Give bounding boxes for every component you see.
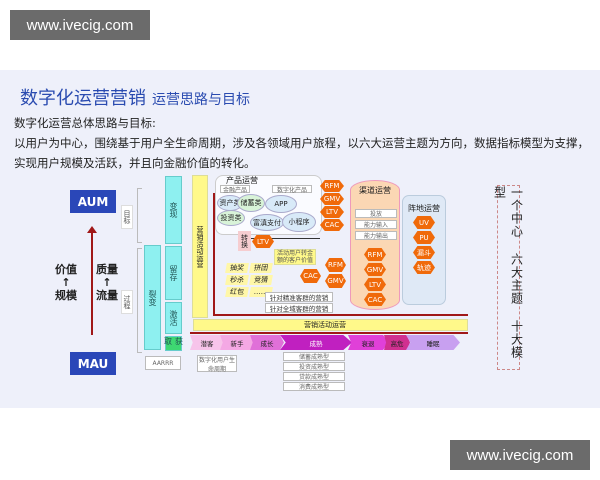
- channel-metric-hex: RFM: [364, 248, 386, 261]
- title-sub: 运营思路与目标: [152, 92, 250, 108]
- campaign-horizontal: 营销活动运营: [193, 319, 468, 331]
- campaign-note: 活动用户转金额的客户价值: [274, 249, 316, 265]
- convert-arrow: 转换: [238, 231, 251, 251]
- activity-item: 拼团: [249, 263, 273, 273]
- t: 裂变: [148, 289, 157, 306]
- up-arrow: [91, 232, 93, 335]
- stage-0: 潜客: [190, 335, 224, 350]
- slide: [0, 70, 600, 408]
- metric-hex: RFM: [320, 180, 344, 192]
- position-metric-hex: PU: [413, 231, 435, 244]
- red-line: [213, 314, 468, 316]
- product-item: 储蓄类: [237, 194, 265, 212]
- aarrr-label: AARRR: [145, 356, 181, 370]
- campaign-vertical: 营销活动运营: [192, 175, 208, 318]
- precise-marketing: 针对精准客群的营销: [265, 292, 333, 302]
- title-main: 数字化运营营销: [20, 88, 146, 109]
- product-item: 投资类: [217, 210, 245, 226]
- position-metric-hex: 漏斗: [413, 246, 435, 259]
- intro-line1: 以用户为中心，围绕基于用户全生命周期，涉及各领域用户旅程，以六大运营主题为方向，…: [14, 136, 589, 150]
- product-item: APP: [265, 195, 297, 213]
- channel-items: 投放能力输入能力输出: [355, 209, 397, 242]
- position-metric-hex: 轨迹: [413, 261, 435, 274]
- stage-2: 成长: [250, 335, 284, 350]
- intro-line2: 实现用户规模及活跃，并且向金融价值的转化。: [14, 156, 256, 170]
- cac-hex: CAC: [300, 269, 321, 283]
- channel-item: 能力输入: [355, 220, 397, 229]
- metric-hex: GMV: [320, 193, 344, 205]
- metric-hex: CAC: [320, 219, 344, 231]
- t: ↑: [102, 276, 112, 289]
- lifecycle-label: 数字化用户生命周期: [197, 355, 237, 373]
- position-title: 阵地运营: [408, 204, 440, 213]
- monetize-column: 变现: [165, 176, 182, 244]
- t: 流量: [96, 289, 118, 302]
- metric-hex: LTV: [320, 206, 344, 218]
- product-item: 富滇支付: [250, 214, 284, 231]
- channel-item: 投放: [355, 209, 397, 218]
- stage-5: 高危: [384, 335, 410, 350]
- t: 价值: [55, 263, 77, 276]
- divider: [250, 238, 320, 239]
- product-title: 产品运营: [226, 176, 258, 185]
- activate-column: 激活: [165, 302, 182, 334]
- page-title: 数字化运营营销运营思路与目标: [20, 84, 250, 110]
- fission-column: 裂变: [144, 245, 161, 350]
- position-metric-hex: UV: [413, 216, 435, 229]
- stage-4: 衰退: [348, 335, 388, 350]
- red-line: [213, 193, 215, 315]
- retain-column: 留存: [165, 246, 182, 300]
- activity-item: 抽奖: [225, 263, 249, 273]
- mature-type: 储蓄成熟型: [283, 352, 345, 361]
- digital-label: 数字化产品: [272, 185, 312, 194]
- acquire-column: 获取: [164, 336, 184, 351]
- process-label: 过程: [121, 290, 133, 314]
- channel-metric-hex: LTV: [364, 278, 386, 291]
- channel-metric-hex: CAC: [364, 293, 386, 306]
- channel-title: 渠道运营: [359, 186, 391, 195]
- activity-item: 红包: [225, 287, 249, 297]
- channel-metrics: RFM GMV LTV CAC: [364, 248, 386, 308]
- stage-1: 新手: [220, 335, 254, 350]
- channel-metric-hex: GMV: [364, 263, 386, 276]
- t: ↑: [61, 276, 71, 289]
- ltv-hex: LTV: [252, 235, 274, 248]
- product-item: 小程序: [282, 212, 316, 232]
- intro-heading: 数字化运营总体思路与目标:: [14, 116, 156, 130]
- activity-item: 秒杀: [225, 275, 249, 285]
- mau-box: MAU: [70, 352, 116, 375]
- rfm-hex: RFM: [325, 258, 346, 272]
- arrow-head-icon: [87, 226, 97, 233]
- quality-flow: 质量↑流量: [96, 263, 118, 302]
- watermark-bottom: www.ivecig.com: [450, 440, 590, 470]
- t: 规模: [55, 289, 77, 302]
- global-marketing: 针对全域客群的营销: [265, 303, 333, 313]
- lifecycle-stages: 潜客新手成长成熟衰退高危睡眠: [190, 335, 468, 350]
- watermark-top: www.ivecig.com: [10, 10, 150, 40]
- gmv-hex: GMV: [325, 274, 346, 288]
- mature-type: 投资成熟型: [283, 362, 345, 371]
- bracket: [137, 188, 142, 243]
- summary-box: 一个中心 六大主题 十大模型: [493, 185, 524, 370]
- red-line: [190, 332, 468, 334]
- t: 质量: [96, 263, 118, 276]
- channel-item: 能力输出: [355, 231, 397, 240]
- mature-types: 储蓄成熟型投资成熟型贷款成熟型消费成熟型: [283, 352, 345, 392]
- activity-item: 竞猜: [249, 275, 273, 285]
- bracket: [137, 248, 142, 353]
- stage-3: 成熟: [280, 335, 352, 350]
- aum-box: AUM: [70, 190, 116, 213]
- financial-label: 金融产品: [220, 185, 250, 194]
- value-scale: 价值↑规模: [55, 263, 77, 302]
- position-metrics: UV PU 漏斗轨迹: [413, 216, 435, 276]
- goal-label: 目标: [121, 205, 133, 229]
- mature-type: 贷款成熟型: [283, 372, 345, 381]
- mature-type: 消费成熟型: [283, 382, 345, 391]
- stage-6: 睡眠: [406, 335, 460, 350]
